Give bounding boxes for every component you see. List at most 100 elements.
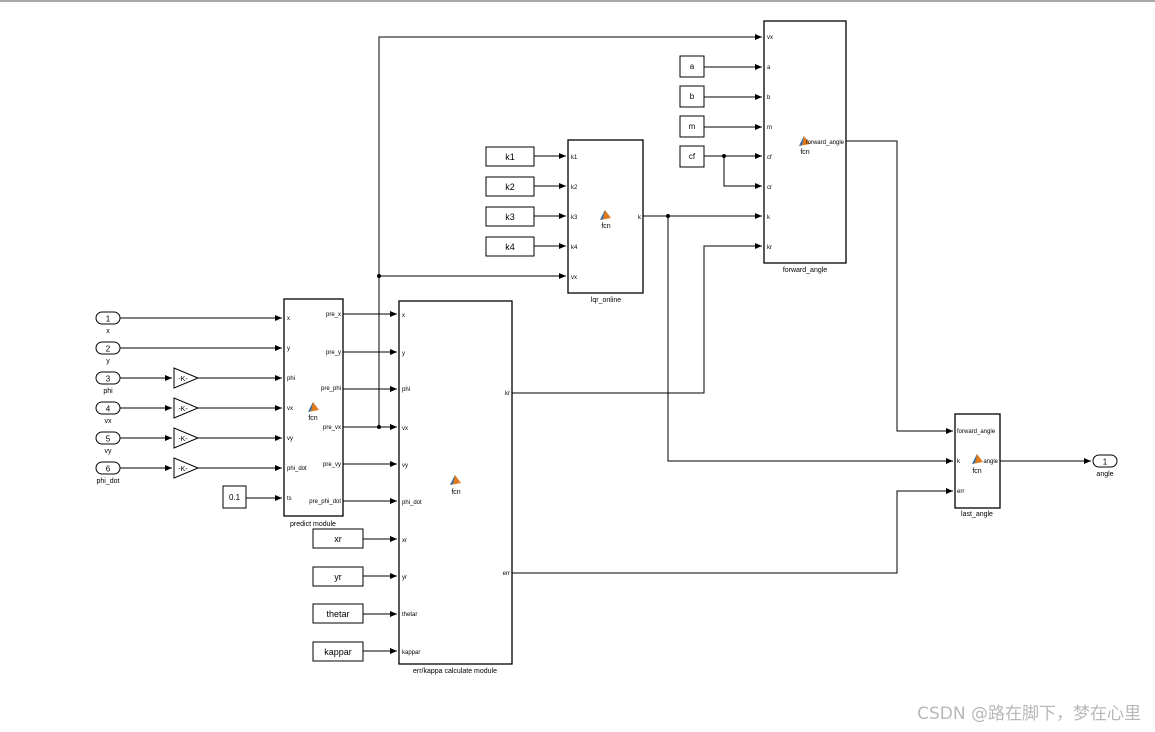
constant-a[interactable]: a — [679, 55, 705, 78]
port-label: vy — [402, 463, 408, 469]
outport-label: angle — [1096, 471, 1113, 478]
constant-k4[interactable]: k4 — [485, 236, 535, 257]
matlab-function-icon — [600, 210, 611, 220]
constant-value: cf — [689, 152, 696, 161]
constant-value: thetar — [326, 609, 349, 619]
err-kappa-module-block[interactable]: fcn x y phi vx vy phi_dot xr yr thetar k… — [398, 300, 513, 675]
constant-yr[interactable]: yr — [312, 566, 364, 587]
constant-value: a — [690, 62, 695, 71]
constant-k3[interactable]: k3 — [485, 206, 535, 227]
port-label: b — [767, 95, 771, 101]
inport-5[interactable]: 5 vy — [95, 431, 121, 455]
inport-number: 5 — [106, 435, 111, 444]
predict-module-block[interactable]: fcn x y phi vx vy phi_dot ts pre_x pre_y… — [283, 298, 344, 528]
signal-line — [378, 34, 762, 427]
block-icon-text: fcn — [800, 149, 809, 156]
inport-label: phi — [103, 388, 113, 395]
constant-ts[interactable]: 0.1 — [222, 485, 247, 509]
inport-number: 2 — [106, 345, 111, 354]
block-icon-text: fcn — [308, 415, 317, 422]
block-name: lqr_online — [591, 297, 621, 304]
top-border — [0, 0, 1155, 2]
port-label: kappar — [402, 650, 420, 656]
constant-xr[interactable]: xr — [312, 528, 364, 549]
constant-thetar[interactable]: thetar — [312, 603, 364, 624]
port-label: vx — [571, 275, 577, 281]
inport-number: 1 — [106, 315, 111, 324]
constant-m[interactable]: m — [679, 115, 705, 138]
outport-angle[interactable]: 1 angle — [1092, 454, 1118, 478]
port-label: phi — [287, 376, 295, 382]
port-label: angle — [983, 459, 998, 465]
port-label: kr — [505, 391, 510, 397]
block-name: forward_angle — [783, 267, 827, 274]
gain-label: -K- — [178, 376, 188, 383]
port-label: k — [957, 459, 961, 465]
constant-value: xr — [334, 534, 342, 544]
port-label: k1 — [571, 155, 578, 161]
gain-label: -K- — [178, 406, 188, 413]
inport-4[interactable]: 4 vx — [95, 401, 121, 425]
inport-label: vx — [105, 418, 113, 425]
constant-cf[interactable]: cf — [679, 145, 705, 168]
signal-line — [512, 243, 762, 394]
port-label: pre_x — [326, 312, 341, 318]
block-icon-text: fcn — [972, 468, 981, 475]
constant-k1[interactable]: k1 — [485, 146, 535, 167]
port-label: pre_phi_dot — [309, 499, 341, 505]
lqr-online-block[interactable]: fcn k1 k2 k3 k4 vx k lqr_online — [567, 139, 644, 304]
gain-block-vx[interactable]: -K- — [173, 397, 200, 419]
inport-label: vy — [105, 448, 113, 455]
port-label: k3 — [571, 215, 578, 221]
port-label: k4 — [571, 245, 578, 251]
matlab-function-icon — [450, 475, 461, 485]
inport-3[interactable]: 3 phi — [95, 371, 121, 395]
inport-6[interactable]: 6 phi_dot — [95, 461, 121, 485]
port-label: pre_phi — [321, 386, 341, 392]
forward-angle-block[interactable]: fcn vx a b m cf cr k kr forward_angle fo… — [763, 20, 847, 274]
port-label: vy — [287, 436, 293, 442]
constant-value: k2 — [505, 182, 515, 192]
port-label: pre_y — [326, 350, 341, 356]
block-name: predict module — [290, 521, 336, 528]
last-angle-block[interactable]: fcn forward_angle k err angle last_angle — [954, 413, 1001, 518]
constant-value: k3 — [505, 212, 515, 222]
port-label: xr — [402, 538, 407, 544]
port-label: err — [503, 571, 510, 577]
constant-k2[interactable]: k2 — [485, 176, 535, 197]
port-label: a — [767, 65, 771, 71]
branch-point — [377, 274, 381, 278]
signal-line — [667, 216, 953, 464]
gain-block-vy[interactable]: -K- — [173, 427, 200, 449]
inport-2[interactable]: 2 y — [95, 341, 121, 365]
port-label: x — [402, 313, 405, 319]
constant-b[interactable]: b — [679, 85, 705, 108]
port-label: pre_vy — [323, 462, 341, 468]
gain-block-phi[interactable]: -K- — [173, 367, 200, 389]
inport-number: 4 — [106, 405, 111, 414]
branch-points — [377, 154, 726, 429]
gain-label: -K- — [178, 466, 188, 473]
port-label: pre_vx — [323, 425, 341, 431]
inport-label: x — [106, 328, 110, 335]
constant-value: b — [690, 92, 695, 101]
inport-1[interactable]: 1 x — [95, 311, 121, 335]
signal-line — [723, 156, 762, 189]
matlab-function-icon — [308, 402, 319, 412]
inport-number: 6 — [106, 465, 111, 474]
constant-value: k4 — [505, 242, 515, 252]
port-label: phi_dot — [402, 500, 422, 506]
outport-number: 1 — [1103, 458, 1108, 467]
port-label: vx — [402, 426, 408, 432]
port-label: y — [287, 346, 290, 352]
inport-label: phi_dot — [97, 478, 120, 485]
constant-kappar[interactable]: kappar — [312, 641, 364, 662]
port-label: phi — [402, 387, 410, 393]
branch-point — [377, 425, 381, 429]
port-label: thetar — [402, 612, 417, 618]
gain-block-phi-dot[interactable]: -K- — [173, 457, 200, 479]
block-name: last_angle — [961, 511, 993, 518]
port-label: phi_dot — [287, 466, 307, 472]
port-label: forward_angle — [806, 140, 845, 146]
